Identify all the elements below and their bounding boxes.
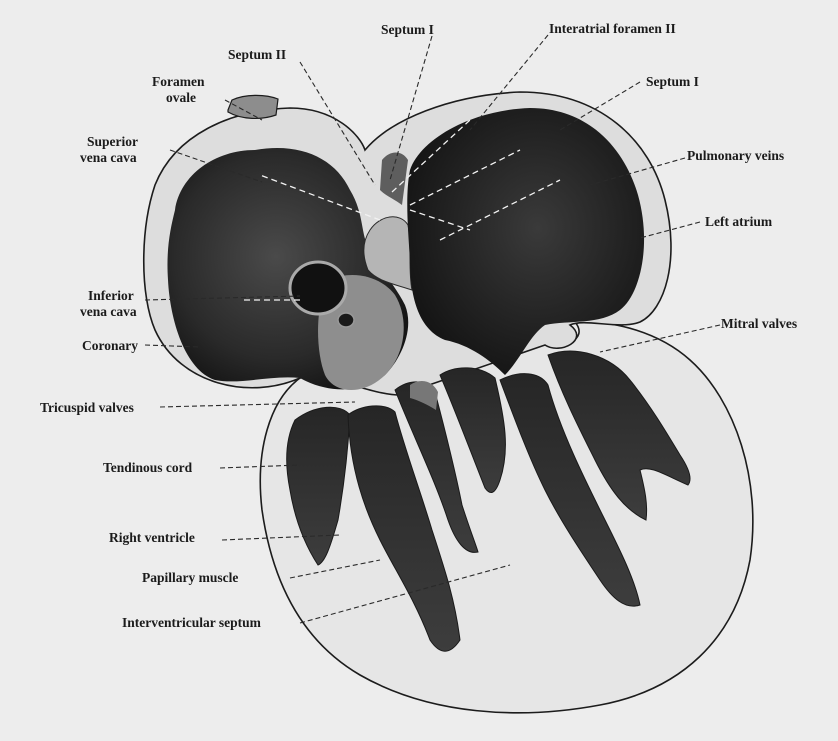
- label-left-atrium: Left atrium: [705, 214, 773, 229]
- label-foramen-ovale-line1: Foramen: [152, 74, 205, 89]
- label-inferior-vena-cava-line2: vena cava: [80, 304, 137, 319]
- label-right-ventricle: Right ventricle: [109, 530, 195, 545]
- coronary-sinus-opening: [338, 313, 354, 327]
- label-mitral-valves: Mitral valves: [721, 316, 797, 331]
- label-septum-i-top: Septum I: [381, 22, 434, 37]
- label-interatrial-foramen-ii: Interatrial foramen II: [549, 21, 676, 36]
- label-pulmonary-veins: Pulmonary veins: [687, 148, 784, 163]
- label-septum-i-right: Septum I: [646, 74, 699, 89]
- label-superior-vena-cava-line1: Superior: [87, 134, 138, 149]
- label-tricuspid-valves: Tricuspid valves: [40, 400, 134, 415]
- foramen-ovale-stub: [228, 95, 278, 118]
- label-inferior-vena-cava-line1: Inferior: [88, 288, 134, 303]
- label-foramen-ovale-line2: ovale: [166, 90, 196, 105]
- inferior-vena-cava-opening: [290, 262, 346, 314]
- label-superior-vena-cava-line2: vena cava: [80, 150, 137, 165]
- label-papillary-muscle: Papillary muscle: [142, 570, 238, 585]
- label-interventricular-septum: Interventricular septum: [122, 615, 262, 630]
- label-septum-ii: Septum II: [228, 47, 286, 62]
- label-tendinous-cord: Tendinous cord: [103, 460, 193, 475]
- label-coronary: Coronary: [82, 338, 138, 353]
